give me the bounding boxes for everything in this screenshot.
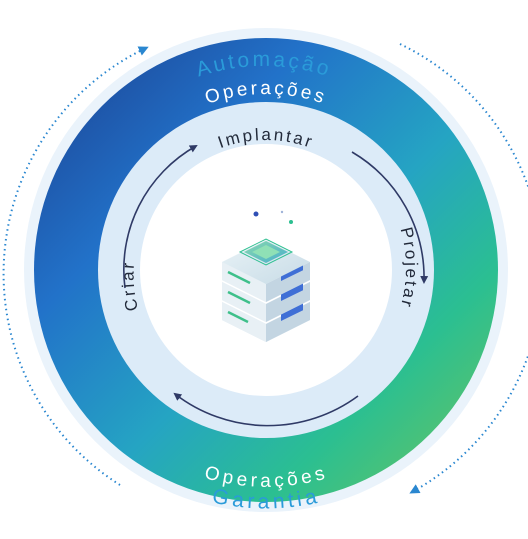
criar-label: Criar [119,260,142,313]
cycle-arrow-icon [173,392,359,427]
cycle-arrow-icon [351,151,429,284]
projetar-label: Projetar [396,225,421,311]
cycle-arrow-icon [123,145,198,289]
server-stack-icon [222,210,310,342]
dotted-arc-arrow-icon [2,46,149,486]
